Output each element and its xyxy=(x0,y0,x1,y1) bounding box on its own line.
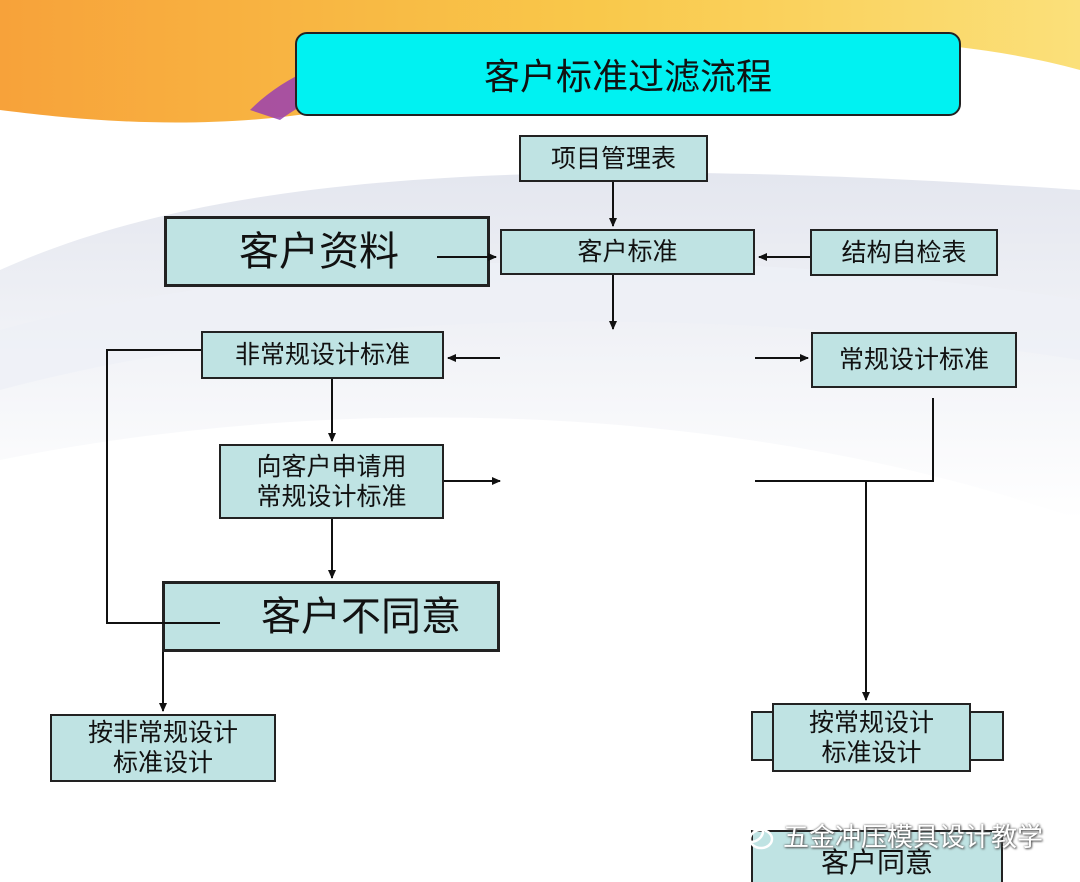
flow-title: 客户标准过滤流程 xyxy=(295,32,961,116)
structure-check-node: 结构自检表 xyxy=(810,229,998,276)
design-nonstandard-node: 按非常规设计 标准设计 xyxy=(50,714,276,782)
customer-disagree-node: 客户不同意 xyxy=(162,581,500,652)
nonstandard-design-node: 非常规设计标准 xyxy=(201,331,444,379)
customer-agree-node: 客户同意 xyxy=(751,830,1003,882)
design-standard-line1: 按常规设计 xyxy=(808,707,934,737)
project-table-node: 项目管理表 xyxy=(519,135,708,182)
watermark: 五金冲压模具设计教学 xyxy=(735,815,1043,855)
design-standard-node: 按常规设计 标准设计 xyxy=(772,703,971,772)
apply-standard-node: 向客户申请用 常规设计标准 xyxy=(219,444,444,519)
wechat-icon xyxy=(735,818,774,850)
design-nonstandard-line1: 按非常规设计 xyxy=(87,718,238,747)
customer-standard-node: 客户标准 xyxy=(500,229,755,275)
design-nonstandard-line2: 标准设计 xyxy=(112,748,213,777)
customer-info-node: 客户资料 xyxy=(164,216,490,287)
standard-design-node: 常规设计标准 xyxy=(811,332,1017,388)
apply-standard-line1: 向客户申请用 xyxy=(256,451,407,481)
design-standard-line2: 标准设计 xyxy=(821,737,922,767)
apply-standard-line2: 常规设计标准 xyxy=(256,481,407,511)
watermark-text: 五金冲压模具设计教学 xyxy=(783,822,1044,853)
